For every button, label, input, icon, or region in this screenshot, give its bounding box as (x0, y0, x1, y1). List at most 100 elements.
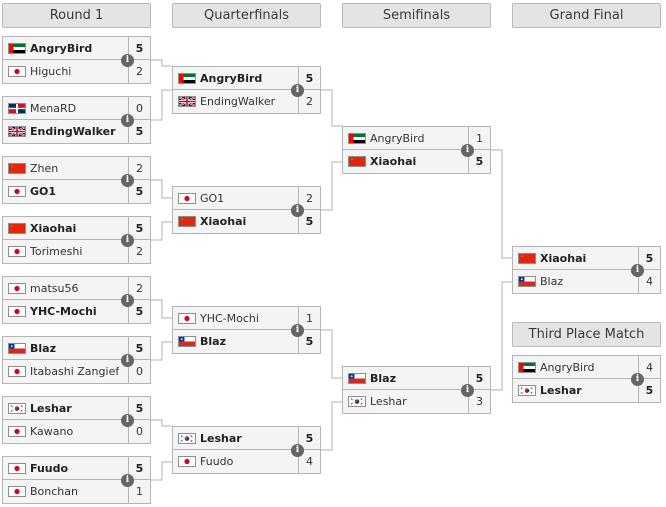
player-name: GO1 (30, 185, 57, 198)
match-info-icon[interactable]: i (121, 114, 134, 127)
japan-flag-icon (8, 283, 26, 294)
player-score: 5 (128, 457, 150, 479)
south-korea-flag-icon (518, 385, 536, 396)
connector-r1-2 (151, 89, 172, 121)
player-name: YHC-Mochi (200, 312, 259, 325)
match-info-icon[interactable]: i (121, 234, 134, 247)
match-info-icon[interactable]: i (461, 144, 474, 157)
match-info-icon[interactable]: i (291, 204, 304, 217)
connector-qf-3 (321, 329, 342, 379)
player-score: 5 (298, 67, 320, 89)
match-info-icon[interactable]: i (461, 384, 474, 397)
uae-flag-icon (178, 73, 196, 84)
player-row[interactable]: AngryBird 1 (343, 127, 490, 150)
match-info-icon[interactable]: i (121, 414, 134, 427)
player-name: Fuudo (200, 455, 234, 468)
match-info-icon[interactable]: i (291, 324, 304, 337)
header-third-place: Third Place Match (512, 322, 661, 347)
match-info-icon[interactable]: i (631, 264, 644, 277)
chile-flag-icon (8, 343, 26, 354)
south-korea-flag-icon (178, 433, 196, 444)
player-score: 1 (468, 127, 490, 149)
japan-flag-icon (178, 193, 196, 204)
player-name: Torimeshi (30, 245, 83, 258)
match-info-icon[interactable]: i (121, 354, 134, 367)
player-score: 0 (128, 97, 150, 119)
player-name: EndingWalker (200, 95, 276, 108)
south-korea-flag-icon (8, 403, 26, 414)
match-info-icon[interactable]: i (121, 54, 134, 67)
player-name: Leshar (540, 384, 582, 397)
player-row[interactable]: Kawano 0 (3, 420, 150, 443)
match-info-icon[interactable]: i (291, 444, 304, 457)
match-info-icon[interactable]: i (121, 174, 134, 187)
player-row[interactable]: Fuudo 4 (173, 450, 320, 473)
japan-flag-icon (8, 486, 26, 497)
uae-flag-icon (518, 362, 536, 373)
uk-flag-icon (8, 126, 26, 137)
connector-r1-1 (151, 59, 172, 67)
japan-flag-icon (8, 66, 26, 77)
match-info-icon[interactable]: i (121, 474, 134, 487)
uk-flag-icon (178, 96, 196, 107)
player-score: 4 (298, 450, 320, 473)
uae-flag-icon (8, 43, 26, 54)
connector-qf-1 (321, 89, 342, 127)
player-name: AngryBird (370, 132, 425, 145)
match-info-icon[interactable]: i (631, 373, 644, 386)
player-score: 0 (128, 420, 150, 443)
china-flag-icon (8, 223, 26, 234)
player-score: 5 (128, 397, 150, 419)
player-name: Blaz (540, 275, 564, 288)
player-name: Kawano (30, 425, 74, 438)
match-info-icon[interactable]: i (291, 84, 304, 97)
match-info-icon[interactable]: i (121, 294, 134, 307)
connector-r1-4 (151, 221, 172, 241)
